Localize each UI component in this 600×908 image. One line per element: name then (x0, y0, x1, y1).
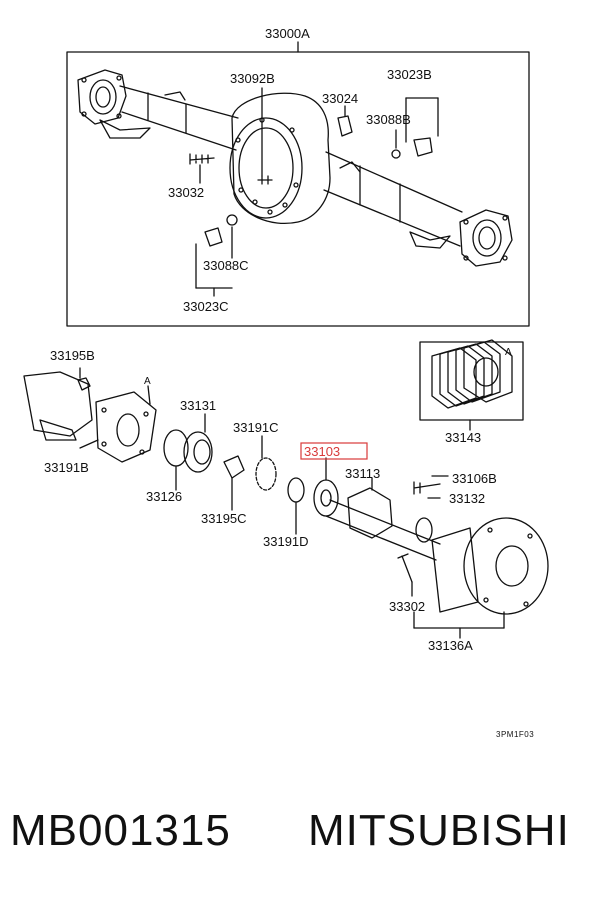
label-hub-bolt: 33106B (452, 471, 497, 486)
label-stud-bolt: 33032 (168, 185, 204, 200)
label-end-plate: 33191B (44, 460, 89, 475)
axle-housing-drawing (77, 69, 513, 267)
label-lock-washer: 33191C (233, 420, 279, 435)
label-shim-set: 33143 (445, 430, 481, 445)
label-washer: 33191D (263, 534, 309, 549)
brand-name: MITSUBISHI (308, 806, 570, 855)
label-seal: 33113 (345, 466, 380, 481)
label-bearing: 33131 (180, 398, 216, 413)
detail-marker-a-shim: A (505, 347, 512, 358)
label-drain-plug-upper: 33023B (387, 67, 432, 82)
label-nut: 33195B (50, 348, 95, 363)
label-oil-seal: 33132 (449, 491, 485, 506)
label-gasket: 33126 (146, 489, 182, 504)
label-drain-plug-lower: 33023C (183, 299, 229, 314)
axle-shaft-assembly-drawing (23, 367, 549, 639)
label-gasket-upper: 33088B (366, 112, 411, 127)
drain-plug-upper-drawing (391, 97, 439, 159)
parts-diagram: 33000A 33092B 33024 33023B 33088B 33032 … (23, 26, 549, 739)
axle-housing-frame (66, 51, 530, 327)
label-gasket-lower: 33088C (203, 258, 249, 273)
part-number: MB001315 (10, 806, 231, 855)
shim-set-frame (419, 341, 524, 421)
highlight-box (300, 442, 368, 460)
label-breather-bolt: 33092B (230, 71, 275, 86)
label-lock-nut: 33195C (201, 511, 247, 526)
label-shaft-highlighted[interactable]: 33103 (304, 444, 340, 459)
label-breather: 33024 (322, 91, 358, 106)
label-hub-assembly: 33136A (428, 638, 473, 653)
drain-plug-lower-drawing (195, 214, 238, 297)
label-axle-housing: 33000A (265, 26, 310, 41)
detail-marker-a: A (144, 376, 151, 387)
label-wheel-bolt: 33302 (389, 599, 425, 614)
shim-set-drawing (431, 339, 513, 431)
figure-code: 3PM1F03 (496, 730, 534, 739)
product-footer: MB001315 MITSUBISHI (0, 800, 600, 880)
